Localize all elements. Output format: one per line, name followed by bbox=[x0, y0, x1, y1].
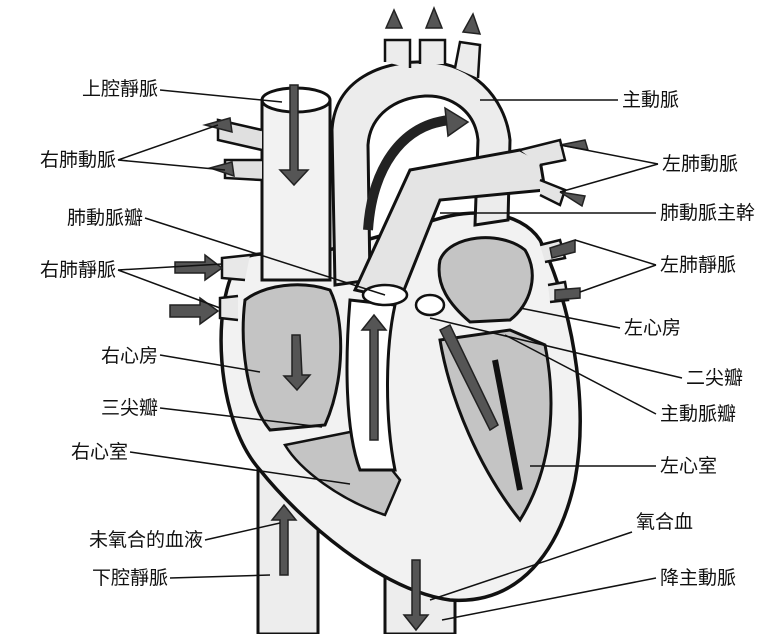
label-right-ventricle: 右心室 bbox=[10, 441, 128, 463]
label-left-pulmonary-veins: 左肺靜脈 bbox=[660, 254, 736, 276]
label-left-ventricle: 左心室 bbox=[660, 455, 717, 477]
label-deoxygenated-blood: 未氧合的血液 bbox=[0, 529, 203, 551]
label-tricuspid-valve: 三尖瓣 bbox=[40, 397, 158, 419]
label-aorta: 主動脈 bbox=[622, 89, 679, 111]
label-right-atrium: 右心房 bbox=[40, 345, 158, 367]
label-inferior-vena-cava: 下腔靜脈 bbox=[40, 567, 168, 589]
label-pulmonary-valve: 肺動脈瓣 bbox=[20, 207, 143, 229]
label-aortic-valve: 主動脈瓣 bbox=[660, 403, 736, 425]
label-mitral-valve: 二尖瓣 bbox=[686, 367, 743, 389]
label-superior-vena-cava: 上腔靜脈 bbox=[40, 78, 158, 100]
label-left-atrium: 左心房 bbox=[624, 317, 681, 339]
label-descending-aorta: 降主動脈 bbox=[660, 567, 736, 589]
label-right-pulmonary-veins: 右肺靜脈 bbox=[0, 259, 116, 281]
label-right-pulmonary-artery: 右肺動脈 bbox=[0, 149, 116, 171]
label-pulmonary-trunk: 肺動脈主幹 bbox=[660, 202, 755, 224]
label-oxygenated-blood: 氧合血 bbox=[636, 511, 693, 533]
aortic-valve bbox=[416, 295, 444, 315]
label-left-pulmonary-artery: 左肺動脈 bbox=[662, 153, 738, 175]
